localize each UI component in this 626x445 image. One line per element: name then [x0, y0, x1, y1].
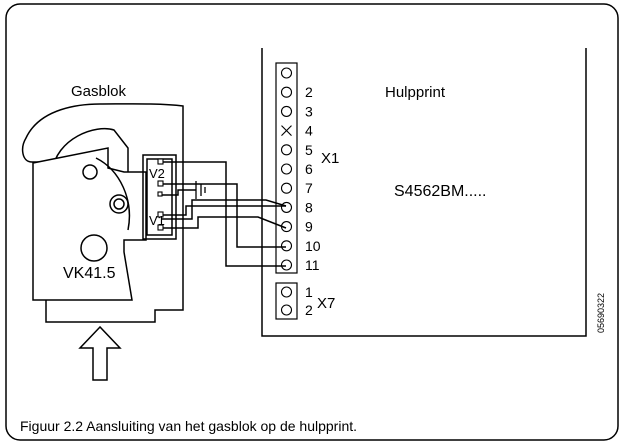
x7-pin-1: [280, 286, 293, 298]
x1-pin-number: 2: [305, 84, 313, 100]
x1-pin-11: [280, 259, 293, 271]
valve-front-body: [32, 147, 147, 301]
x1-pin-1: [280, 67, 293, 79]
print-model: S4562BM.....: [394, 183, 487, 200]
v2-label: V2: [149, 166, 165, 181]
x1-pin-group: [280, 67, 293, 271]
x7-pin-group: [280, 286, 293, 316]
x1-pin-number: 4: [305, 123, 313, 139]
x1-pin-number: 7: [305, 180, 313, 196]
hulpprint-board: [261, 48, 587, 337]
x7-pin-2: [280, 304, 293, 316]
up-arrow: [78, 325, 122, 381]
x1-pin-number: 5: [305, 142, 313, 158]
x1-pin-number: 9: [305, 219, 313, 235]
coil-terminals: [157, 158, 164, 231]
x1-pin-number: 3: [305, 103, 313, 119]
x1-pin-numbers: 2 3 4 5 6 7 8 9 10 11: [305, 84, 321, 273]
x1-label: X1: [321, 150, 339, 167]
x7-pin-numbers: 12: [305, 284, 313, 318]
wire-v1-outer: [161, 199, 287, 220]
x1-pin-8: [280, 201, 293, 213]
x1-pin-number: 6: [305, 161, 313, 177]
center-screw-inner: [113, 198, 125, 210]
x7-pin-number: 2: [305, 302, 313, 318]
x1-pin-number: 8: [305, 199, 313, 215]
x1-pin-5: [280, 144, 293, 156]
wires: [161, 161, 287, 267]
x1-pin-number: 11: [305, 257, 320, 273]
earth-symbol: [195, 181, 206, 199]
x7-label: X7: [317, 295, 335, 312]
x1-pin-3: [280, 105, 293, 117]
document-code: 05690322: [596, 293, 606, 333]
x1-pin-7: [280, 182, 293, 194]
wire-v1-bottom-pin9: [161, 216, 287, 229]
hulpprint-label: Hulpprint: [385, 84, 446, 101]
x1-pin-number: 10: [305, 238, 321, 254]
coil-box-outer: [142, 154, 177, 240]
figure-border: [5, 3, 619, 441]
x1-pin-6: [280, 163, 293, 175]
x7-pin-number: 1: [305, 284, 313, 300]
gas-valve: [21, 103, 184, 323]
figure-caption: Figuur 2.2 Aansluiting van het gasblok o…: [20, 418, 357, 434]
wire-v2-bottom-pin10: [161, 183, 286, 248]
center-screw-outer: [109, 194, 129, 214]
earth-wire: [161, 189, 196, 196]
bottom-knob: [80, 234, 108, 262]
x1-pin-blocked-4: [281, 125, 292, 136]
gasblok-label: Gasblok: [71, 83, 127, 100]
valve-inner-arc: [95, 157, 131, 231]
x1-pin-10: [280, 240, 293, 252]
top-knob: [82, 164, 98, 180]
gas-valve-model: VK41.5: [63, 265, 116, 282]
wire-v1-top-pin8: [161, 205, 286, 216]
x1-pin-2: [280, 86, 293, 98]
wire-v2-top-pin11: [161, 161, 286, 267]
v1-label: V1: [149, 213, 165, 228]
